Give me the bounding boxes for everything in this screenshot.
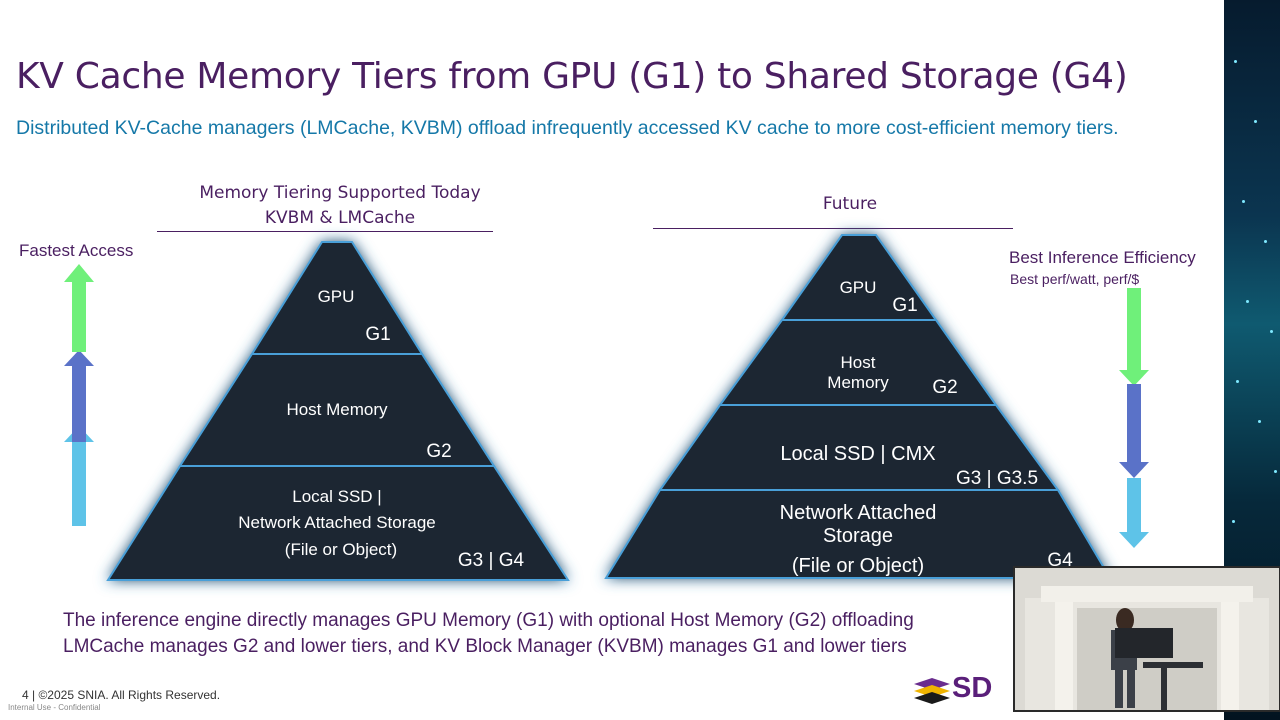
best-efficiency-label: Best Inference Efficiency — [1009, 248, 1196, 267]
left-header-line2: KVBM & LMCache — [264, 208, 416, 228]
left-tier-3-tag: G3 | G4 — [458, 550, 525, 571]
left-header-line1: Memory Tiering Supported Today — [199, 183, 481, 203]
left-tier-1-tag: G1 — [365, 324, 390, 345]
fastest-access-label: Fastest Access — [19, 241, 134, 260]
snia-logo-icon — [914, 678, 950, 704]
right-tier-3-tag: G3 | G3.5 — [956, 468, 1038, 489]
left-tier-g3g4 — [106, 465, 570, 581]
right-tier-2-tag: G2 — [932, 377, 957, 398]
speaker-camera-overlay — [1013, 566, 1280, 712]
right-tier-1-name: GPU — [840, 278, 877, 297]
right-tier-2-line2: Memory — [827, 373, 889, 392]
right-tier-4-line3: (File or Object) — [792, 555, 924, 577]
right-tier-2-line1: Host — [841, 353, 876, 372]
left-pyramid — [106, 241, 570, 581]
bottom-line-1: The inference engine directly manages GP… — [63, 610, 914, 631]
left-tier-1-name: GPU — [318, 287, 355, 306]
right-tier-1-tag: G1 — [892, 295, 917, 316]
right-header-rule — [653, 228, 1013, 229]
right-tier-4-tag: G4 — [1047, 550, 1073, 571]
right-tier-4-line2: Storage — [823, 525, 893, 547]
right-tier-3-name: Local SSD | CMX — [780, 443, 935, 465]
best-efficiency-arrow — [1119, 288, 1149, 548]
right-pyramid — [604, 234, 1112, 579]
left-tier-2-name: Host Memory — [286, 400, 388, 419]
right-tier-4-line1: Network Attached — [780, 502, 937, 524]
left-tier-2-tag: G2 — [426, 441, 451, 462]
speaker-video-frame — [1015, 568, 1279, 710]
bottom-statement: The inference engine directly manages GP… — [63, 608, 1023, 660]
left-tier-3-line3: (File or Object) — [285, 540, 397, 559]
fastest-access-arrow — [64, 264, 94, 526]
tier-diagram: GPU G1 Host Memory G2 Local SSD | Networ… — [64, 234, 1149, 581]
right-header: Future — [822, 194, 878, 214]
footer-page-info: 4 | ©2025 SNIA. All Rights Reserved. — [22, 688, 221, 702]
footer-classification: Internal Use - Confidential — [8, 703, 101, 712]
best-efficiency-sublabel: Best perf/watt, perf/$ — [1010, 271, 1140, 287]
snia-logo-text: SD — [952, 672, 993, 704]
left-header-rule — [157, 231, 493, 232]
left-tier-3-line1: Local SSD | — [292, 487, 381, 506]
slide-subtitle: Distributed KV-Cache managers (LMCache, … — [16, 117, 1119, 139]
left-header: Memory Tiering Supported Today KVBM & LM… — [160, 181, 520, 231]
left-tier-3-line2: Network Attached Storage — [238, 513, 436, 532]
bottom-line-2: LMCache manages G2 and lower tiers, and … — [63, 636, 907, 657]
snia-logo: SD — [912, 672, 1012, 706]
slide-title: KV Cache Memory Tiers from GPU (G1) to S… — [16, 56, 1128, 97]
